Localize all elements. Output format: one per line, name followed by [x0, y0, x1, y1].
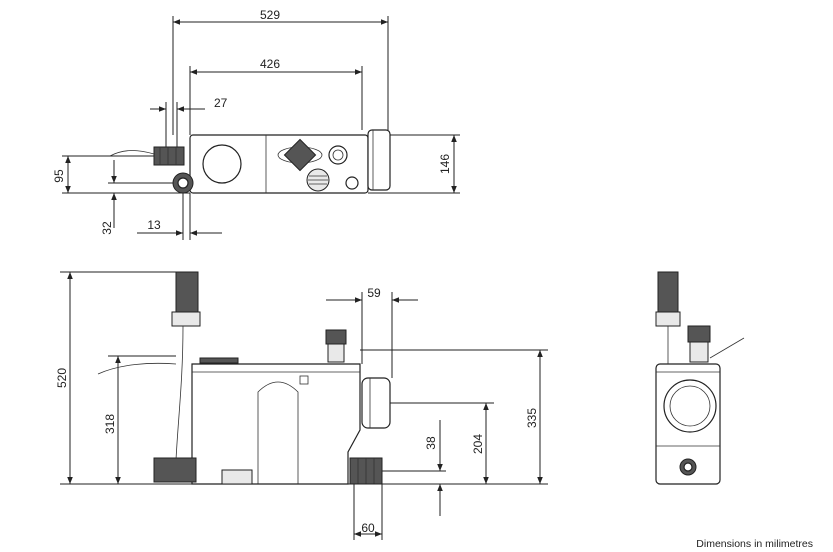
side-inlet-fitting	[657, 271, 679, 313]
top-motor-cap	[367, 129, 391, 191]
front-arch	[257, 381, 299, 484]
units-note: Dimensions in milimetres	[696, 538, 813, 550]
dim-38: 38	[424, 436, 438, 450]
dim-426: 426	[260, 57, 280, 71]
side-view	[655, 271, 745, 485]
dim-13: 13	[147, 218, 161, 232]
side-outlet-circle	[663, 379, 717, 433]
dim-204: 204	[471, 434, 485, 454]
side-vent-fitting	[687, 325, 711, 343]
front-view: 520 318 59 335 204 38 60	[55, 271, 548, 540]
top-opening-circle	[202, 144, 242, 184]
front-vent-top	[325, 329, 347, 345]
top-diamond-icon	[283, 138, 317, 172]
dim-95: 95	[52, 169, 66, 183]
dim-335: 335	[525, 408, 539, 428]
front-side-outlet	[361, 377, 391, 429]
dim-529: 529	[260, 8, 280, 22]
dim-520: 520	[55, 368, 69, 388]
side-cable	[709, 337, 745, 359]
top-vent-connector	[328, 145, 348, 165]
top-cable	[109, 150, 155, 157]
top-view: 529 426 27 146 95 32 13	[52, 8, 460, 240]
dim-27: 27	[214, 96, 228, 110]
dim-146: 146	[438, 154, 452, 174]
front-inlet-fitting	[175, 271, 199, 313]
dim-318: 318	[103, 414, 117, 434]
top-inlet-fitting	[153, 146, 185, 166]
dim-60: 60	[361, 521, 375, 535]
front-cable	[97, 362, 177, 375]
dim-32: 32	[100, 221, 114, 235]
dim-59: 59	[367, 286, 381, 300]
front-lower-fitting	[153, 457, 197, 483]
